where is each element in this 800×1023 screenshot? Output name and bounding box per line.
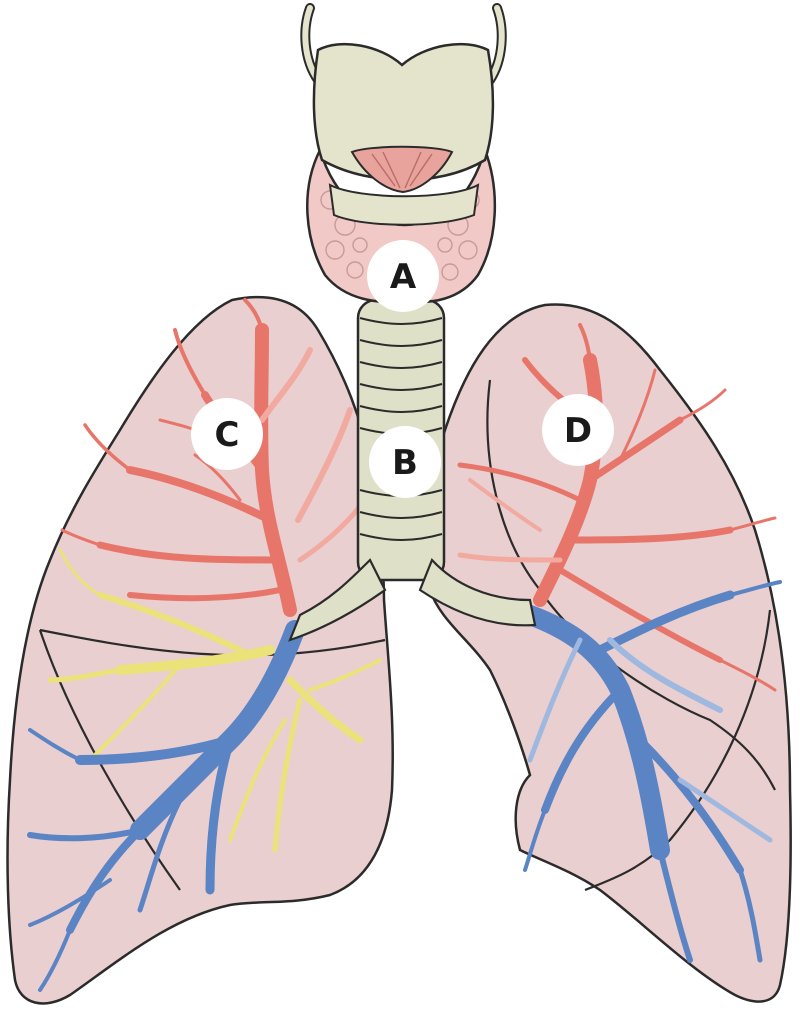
vocal-fold-lines	[371, 151, 433, 189]
trachea-rings	[359, 317, 443, 541]
label-d-text: D	[564, 411, 592, 451]
vocal-folds	[350, 145, 454, 194]
right-lung-outline	[426, 303, 792, 1003]
left-lung-outline	[6, 295, 394, 1005]
left-lung	[6, 295, 394, 1005]
label-a-text: A	[390, 257, 417, 297]
label-c-text: C	[215, 415, 240, 455]
right-vein-tree	[520, 580, 782, 963]
label-a: A	[367, 240, 439, 312]
left-vein-tree	[27, 620, 305, 992]
label-b: B	[369, 426, 441, 498]
label-c: C	[191, 398, 263, 470]
right-artery-tree	[457, 323, 777, 692]
epiglottis-horn-right-fill	[487, 5, 505, 83]
larynx	[300, 3, 507, 303]
cricoid-band	[328, 183, 480, 226]
label-b-text: B	[392, 443, 418, 483]
left-lung-fissure-upper	[39, 628, 386, 657]
thyroid-cartilage	[312, 42, 495, 182]
right-lung	[426, 303, 792, 1003]
left-main-bronchus	[288, 558, 387, 642]
label-d: D	[542, 394, 614, 466]
left-lung-fissure-oblique	[38, 629, 181, 891]
right-lung-fissure-lower	[584, 609, 772, 892]
left-bronchiole-tree	[47, 548, 382, 853]
right-main-bronchus	[418, 557, 537, 627]
